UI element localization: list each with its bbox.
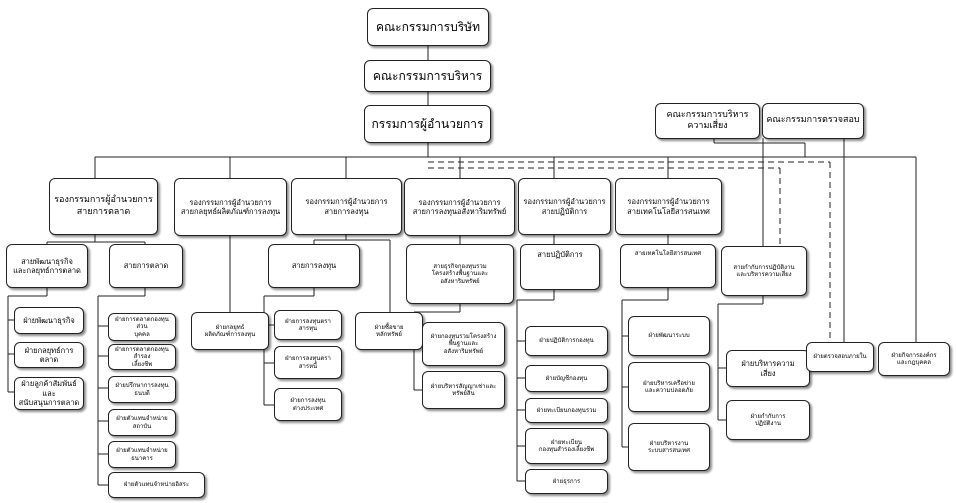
line-investment: สายการลงทุน bbox=[268, 244, 360, 288]
line-business-dev: สายพัฒนาธุรกิจ และกลยุทธ์การตลาด bbox=[6, 244, 88, 288]
md-box: กรรมการผู้อำนวยการ bbox=[364, 105, 491, 143]
line-it: สายเทคโนโลยีสารสนเทศ bbox=[620, 244, 716, 288]
unit-fixed-income-investment: ฝ่ายการลงทุนตรา สารหนี้ bbox=[274, 346, 342, 379]
unit-information-systems: ฝ่ายบริหารงาน ระบบสารสนเทศ bbox=[628, 423, 710, 471]
unit-infra-real-estate-fund: ฝ่ายกองทุนรวมโครงสร้าง พื้นฐานและ อสังหา… bbox=[422, 322, 505, 366]
unit-independent-agent: ฝ่ายตัวแทนจำหน่ายอิสระ bbox=[108, 472, 205, 498]
unit-wealth-advisory: ฝ่ายปรึกษาการลงทุน ธนบดี bbox=[108, 376, 176, 403]
deputy-marketing: รองกรรมการผู้อำนวยการ สายการตลาด bbox=[49, 178, 158, 235]
unit-internal-audit: ฝ่ายตรวจสอบภายใน bbox=[806, 342, 874, 372]
board-box: คณะกรรมการบริษัท bbox=[367, 8, 489, 46]
unit-institutional-agent: ฝ่ายตัวแทนจำหน่าย สถาบัน bbox=[108, 409, 176, 436]
line-operations: สายปฏิบัติการ bbox=[520, 244, 600, 290]
unit-mutual-fund-registrar: ฝ่ายทะเบียนกองทุนรวม bbox=[525, 398, 608, 423]
line-infra-real-estate: สายธุรกิจกองทุนรวม โครงสร้างพื้นฐานและ อ… bbox=[406, 244, 514, 304]
unit-private-fund-marketing: ฝ่ายการตลาดกองทุนส่วน บุคคล bbox=[108, 313, 176, 341]
exec-committee-box: คณะกรรมการบริหาร bbox=[364, 60, 491, 92]
unit-securities-trading: ฝ่ายซื้อขาย หลักทรัพย์ bbox=[355, 312, 423, 350]
line-compliance-risk: สายกำกับการปฏิบัติงาน และบริหารความเสี่ย… bbox=[721, 246, 807, 296]
risk-committee-box: คณะกรรมการบริหาร ความเสี่ยง bbox=[655, 103, 760, 139]
unit-network-security: ฝ่ายบริหารเครือข่าย และความปลอดภัย bbox=[628, 362, 710, 412]
audit-committee-box: คณะกรรมการตรวจสอบ bbox=[762, 103, 864, 139]
unit-provident-fund-registrar: ฝ่ายทะเบียน กองทุนสำรองเลี้ยงชีพ bbox=[525, 428, 608, 464]
unit-fund-operations: ฝ่ายปฏิบัติการกองทุน bbox=[525, 326, 608, 356]
deputy-investment: รองกรรมการผู้อำนวยการ สายการลงทุน bbox=[291, 178, 402, 235]
deputy-product-strategy: รองกรรมการผู้อำนวยการ สายกลยุทธ์ผลิตภัณฑ… bbox=[174, 178, 287, 236]
unit-product-strategy: ฝ่ายกลยุทธ์ ผลิตภัณฑ์การลงทุน bbox=[191, 312, 269, 350]
unit-lease-asset-management: ฝ่ายบริหารสัญญาเช่าและ ทรัพย์สิน bbox=[422, 371, 505, 409]
unit-corporate-affairs: ฝ่ายกิจการองค์กร และกฎบุคคล bbox=[878, 342, 950, 376]
deputy-real-estate: รองกรรมการผู้อำนวยการ สายการลงทุนอสังหาร… bbox=[404, 178, 515, 236]
unit-customer-relations: ฝ่ายลูกค้าสัมพันธ์และ สนับสนุนการตลาด bbox=[14, 377, 84, 410]
line-marketing: สายการตลาด bbox=[109, 244, 183, 288]
unit-provident-fund-marketing: ฝ่ายการตลาดกองทุนสำรอง เลี้ยงชีพ bbox=[108, 344, 176, 370]
deputy-operations: รองกรรมการผู้อำนวยการ สายปฏิบัติการ bbox=[518, 178, 611, 235]
unit-bank-agent: ฝ่ายตัวแทนจำหน่าย ธนาคาร bbox=[108, 441, 176, 468]
unit-foreign-investment: ฝ่ายการลงทุน ต่างประเทศ bbox=[274, 388, 342, 421]
unit-risk-management: ฝ่ายบริหารความ เสี่ยง bbox=[726, 350, 810, 387]
deputy-it: รองกรรมการผู้อำนวยการ สายเทคโนโลยีสารสนเ… bbox=[615, 178, 722, 235]
unit-business-dev: ฝ่ายพัฒนาธุรกิจ bbox=[14, 307, 84, 334]
unit-equity-investment: ฝ่ายการลงทุนตรา สารทุน bbox=[274, 310, 342, 340]
unit-system-development: ฝ่ายพัฒนาระบบ bbox=[628, 316, 710, 356]
unit-administration: ฝ่ายธุรการ bbox=[525, 469, 608, 494]
unit-compliance: ฝ่ายกำกับการ ปฏิบัติงาน bbox=[726, 400, 810, 440]
unit-marketing-strategy: ฝ่ายกลยุทธ์การตลาด bbox=[14, 342, 84, 368]
unit-fund-accounting: ฝ่ายบัญชีกองทุน bbox=[525, 365, 608, 392]
